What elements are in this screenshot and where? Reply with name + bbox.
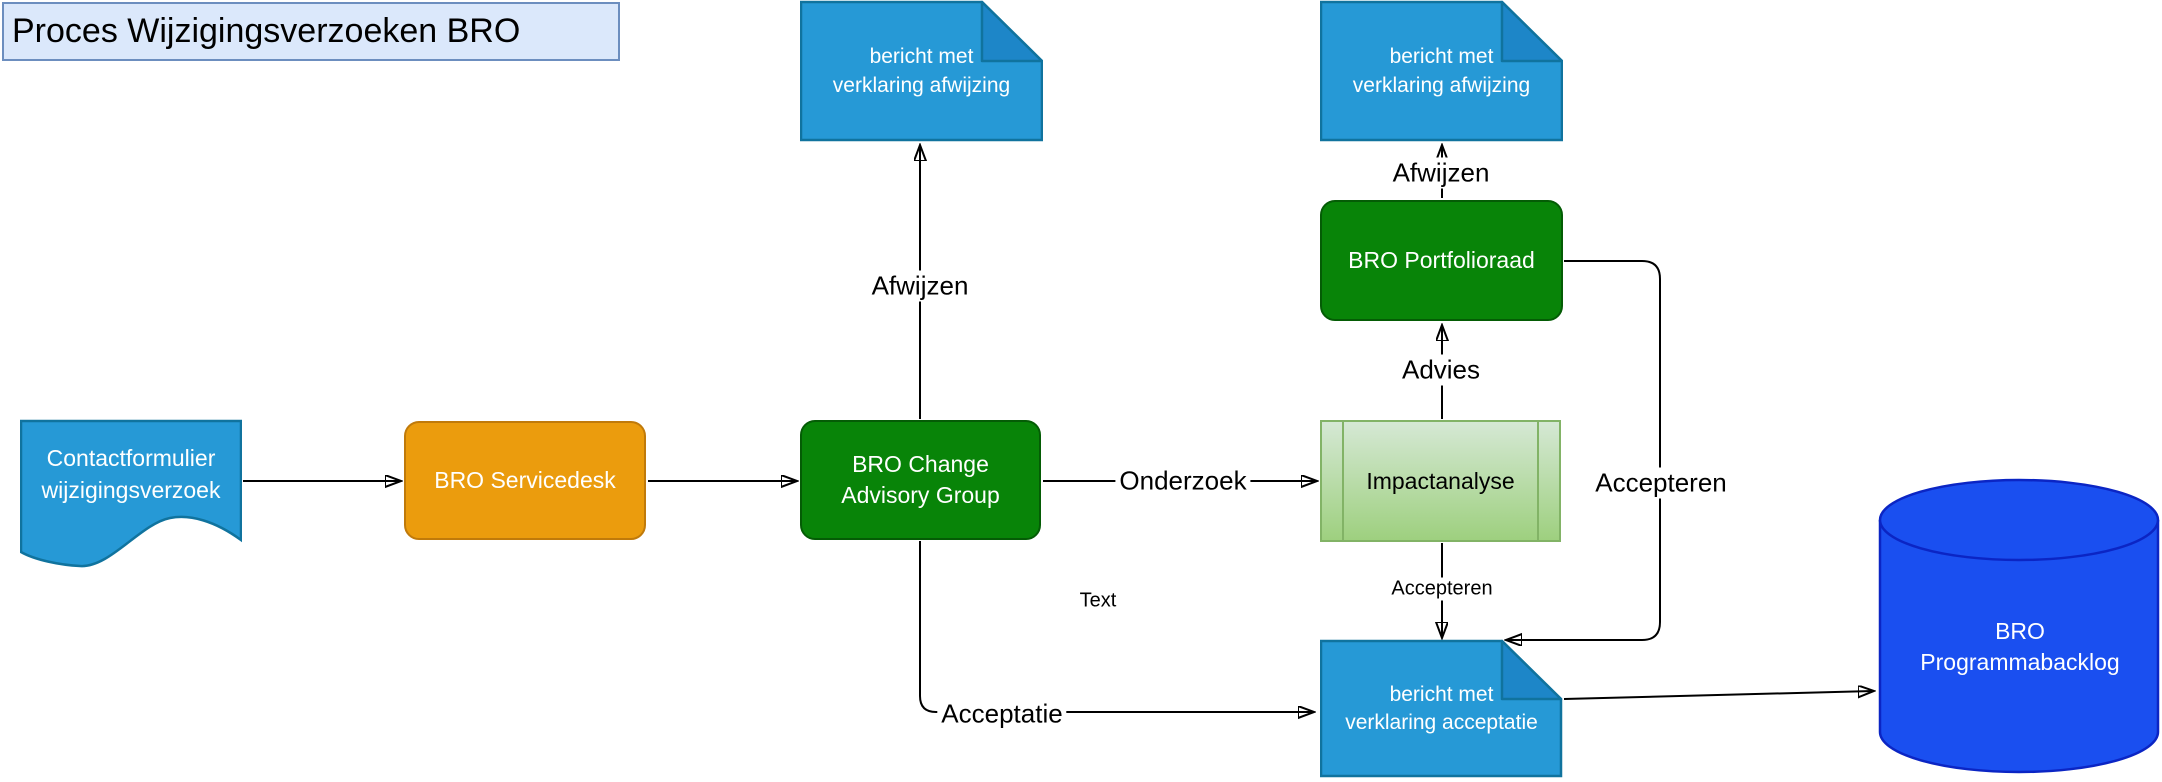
node-bro-servicedesk[interactable]: BRO Servicedesk: [404, 421, 646, 540]
diagram-title: Proces Wijzigingsverzoeken BRO: [2, 2, 620, 61]
note-shape: [1319, 0, 1564, 142]
edge-label-acceptatie: Acceptatie: [937, 698, 1067, 730]
node-bro-change-advisory-group[interactable]: BRO Change Advisory Group: [800, 420, 1041, 540]
node-label-line: BRO Change: [852, 451, 989, 477]
edge-label-afwijzen-portfolio: Afwijzen: [1388, 157, 1494, 189]
node-bericht-verklaring-afwijzing-1[interactable]: bericht met verklaring afwijzing: [799, 0, 1044, 142]
node-label: BRO Portfolioraad: [1348, 247, 1535, 273]
node-label-line: Advisory Group: [841, 482, 1000, 508]
subprocess-bar-right: [1537, 422, 1539, 540]
node-bericht-verklaring-acceptatie[interactable]: bericht met verklaring acceptatie: [1319, 639, 1563, 778]
edge-acceptnote-backlog: [1563, 691, 1873, 700]
note-shape: [799, 0, 1044, 142]
node-impactanalyse[interactable]: Impactanalyse: [1320, 420, 1561, 542]
document-shape: [19, 419, 243, 568]
edge-label-onderzoek: Onderzoek: [1115, 465, 1251, 497]
database-cylinder-shape: [1878, 478, 2160, 774]
node-label: Impactanalyse: [1366, 467, 1515, 494]
node-bro-programmabacklog[interactable]: BRO Programmabacklog: [1878, 478, 2162, 776]
node-bericht-verklaring-afwijzing-2[interactable]: bericht met verklaring afwijzing: [1319, 0, 1564, 142]
edge-label-afwijzen-cag: Afwijzen: [867, 270, 973, 302]
edge-label-text: Text: [1075, 589, 1121, 613]
edge-cag-acceptnote: [919, 541, 1313, 712]
edge-label-accepteren-portfolio: Accepteren: [1591, 467, 1731, 499]
node-bro-portfolioraad[interactable]: BRO Portfolioraad: [1320, 200, 1563, 321]
node-contactformulier-wijzigingsverzoek[interactable]: Contactformulier wijzigingsverzoek: [19, 418, 243, 570]
edge-label-advies: Advies: [1397, 354, 1485, 386]
subprocess-bar-left: [1342, 422, 1344, 540]
edge-portfolio-acceptnote: [1507, 260, 1661, 640]
note-shape: [1319, 639, 1563, 778]
edge-label-accepteren-impact: Accepteren: [1387, 577, 1497, 601]
node-label: BRO Servicedesk: [434, 467, 616, 493]
